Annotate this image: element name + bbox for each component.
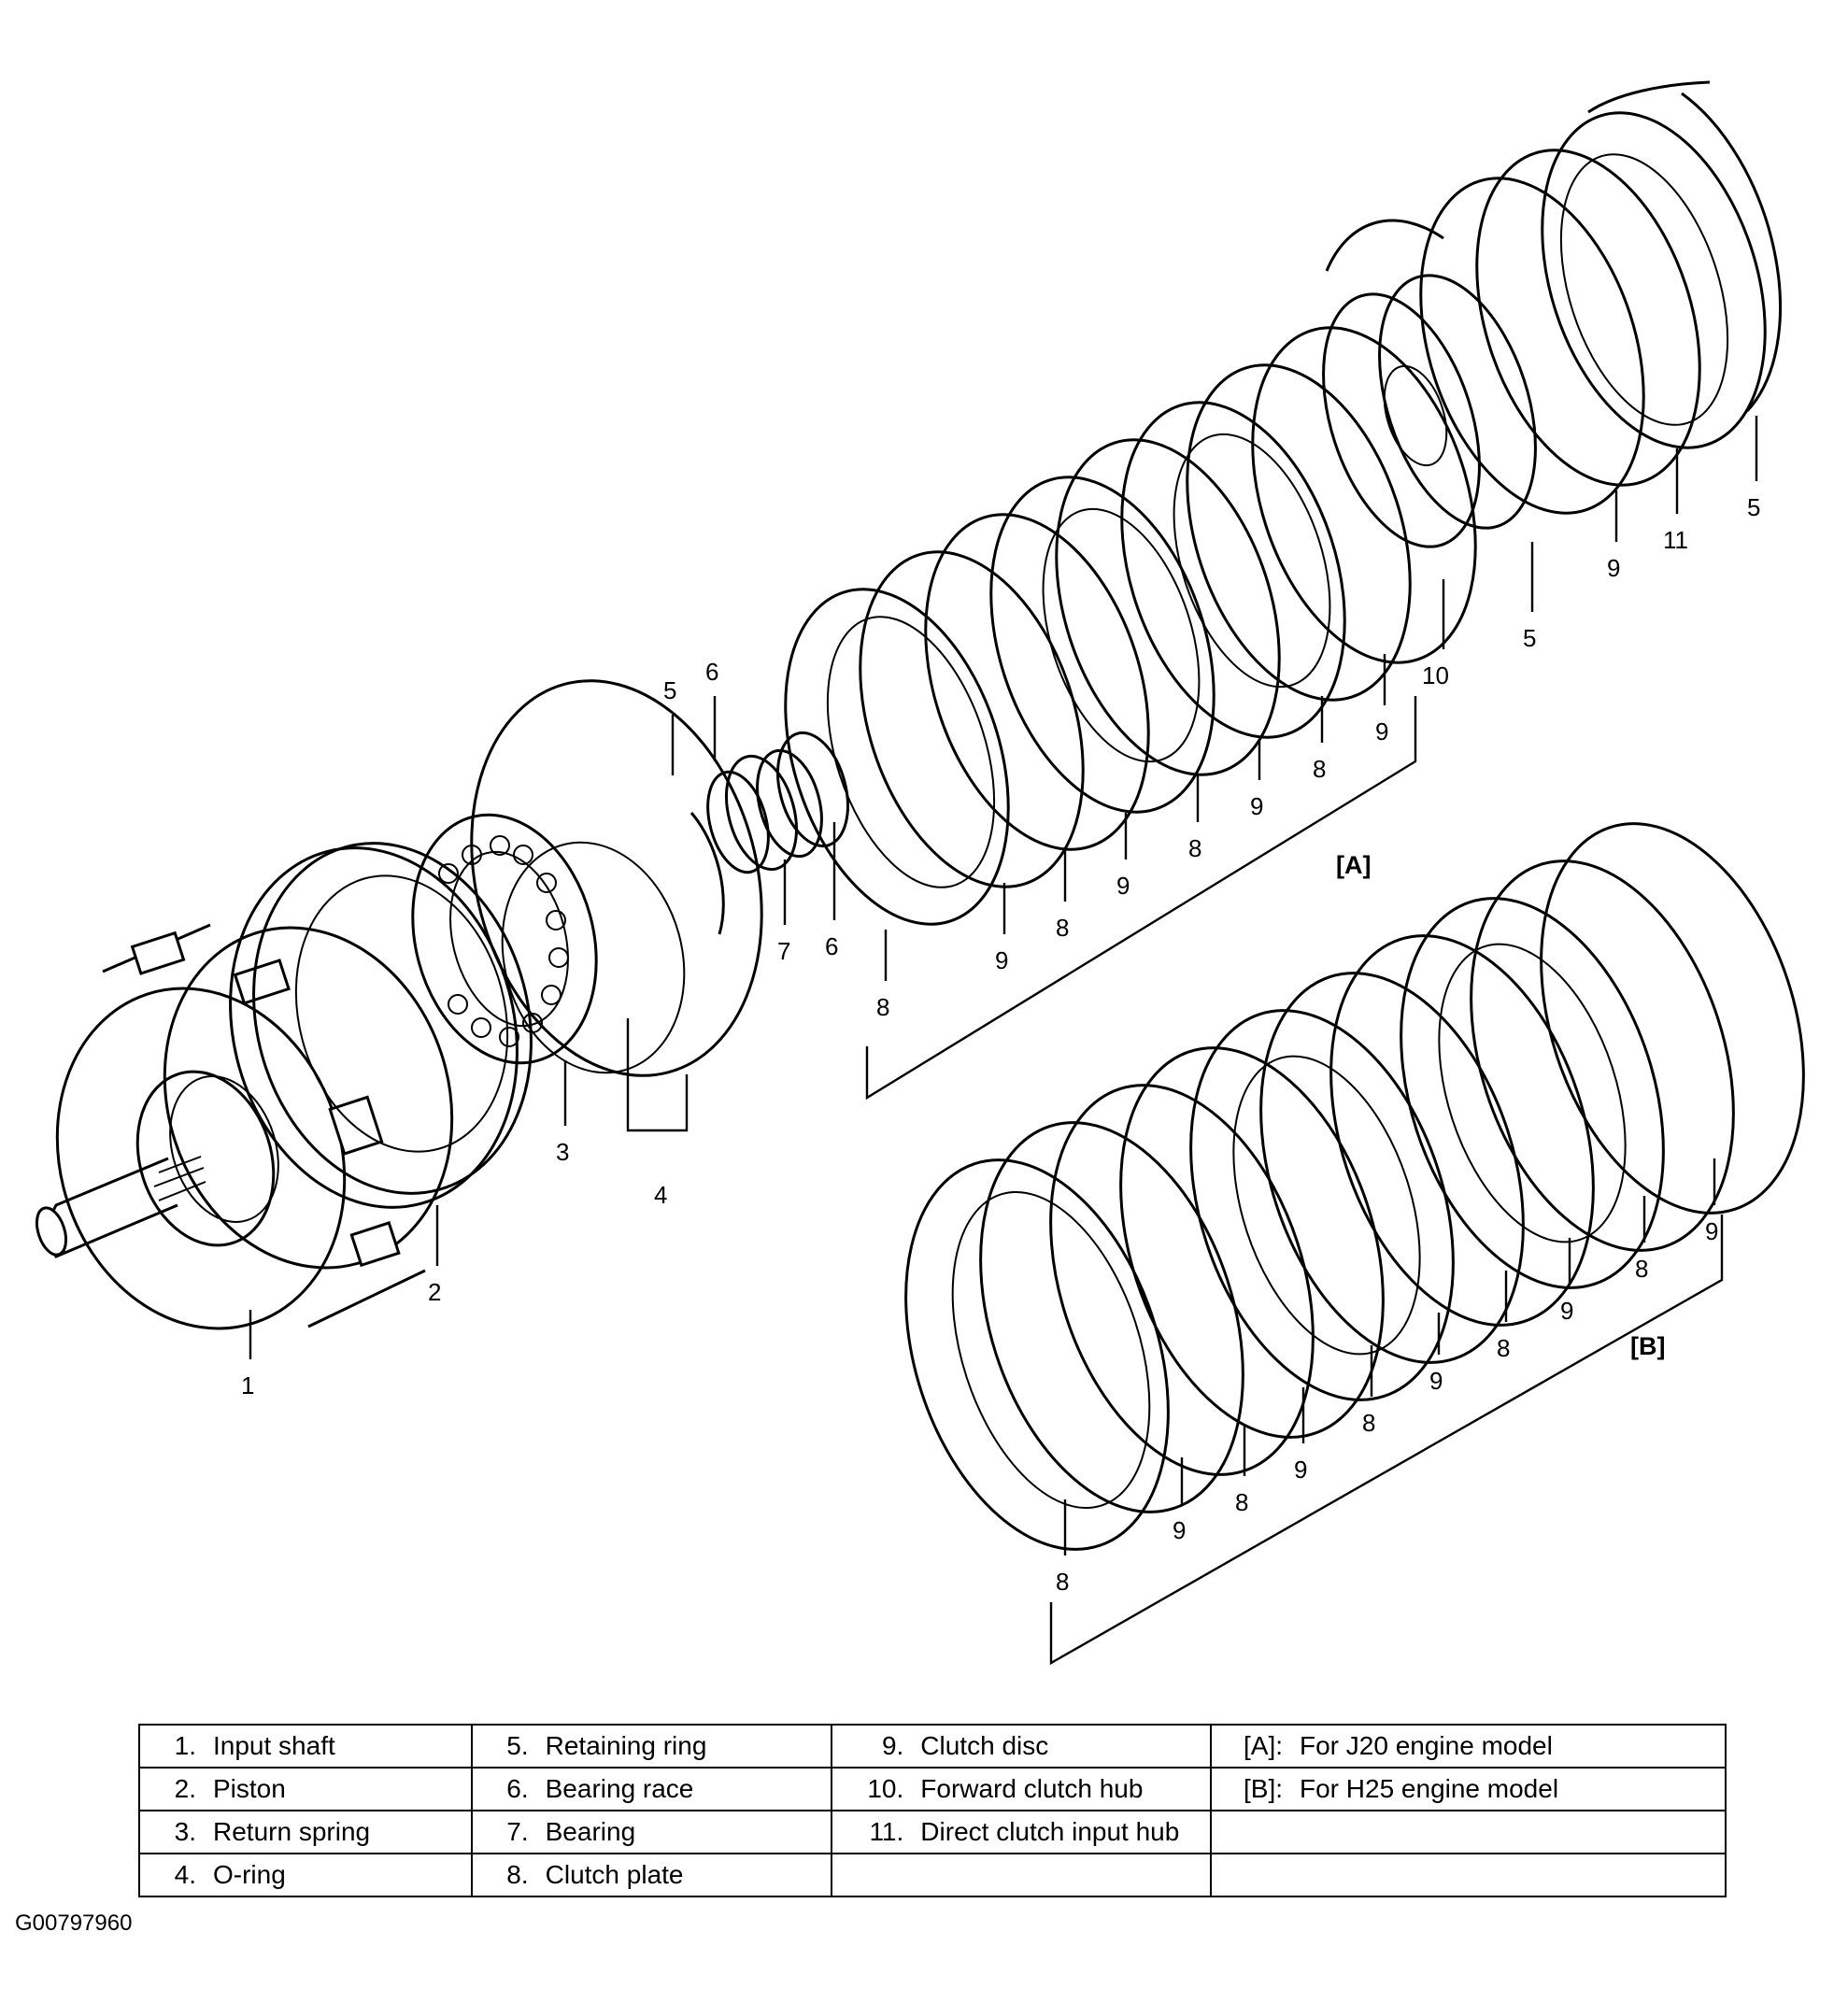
legend-cell: 7.Bearing bbox=[470, 1810, 833, 1854]
callout-2: 2 bbox=[428, 1278, 441, 1306]
callout-8-a3: 8 bbox=[1188, 834, 1201, 862]
legend-cell: 5.Retaining ring bbox=[470, 1724, 833, 1769]
legend-cell: 10.Forward clutch hub bbox=[831, 1767, 1212, 1811]
callout-6-lower: 6 bbox=[825, 932, 838, 960]
legend-cell bbox=[831, 1853, 1212, 1897]
callout-8-b5: 8 bbox=[1635, 1255, 1648, 1283]
legend-cell: 9.Clutch disc bbox=[831, 1724, 1212, 1769]
retaining-ring-left bbox=[689, 812, 725, 935]
callout-8-b3: 8 bbox=[1362, 1409, 1375, 1437]
legend-cell: 6.Bearing race bbox=[470, 1767, 833, 1811]
callout-8-b1: 8 bbox=[1056, 1568, 1069, 1596]
callout-9-upper: 9 bbox=[1607, 554, 1620, 582]
callout-8-a2: 8 bbox=[1056, 914, 1069, 942]
callout-9-b1: 9 bbox=[1173, 1516, 1186, 1544]
callout-8-a: 8 bbox=[876, 993, 889, 1021]
legend-row: 3.Return spring 7.Bearing 11.Direct clut… bbox=[138, 1810, 1727, 1854]
callout-11: 11 bbox=[1663, 526, 1688, 554]
exploded-view-diagram: 1 2 3 4 5 6 7 6 8 9 8 9 8 9 8 9 10 5 9 1… bbox=[35, 80, 1805, 1666]
legend-cell: 3.Return spring bbox=[138, 1810, 473, 1854]
return-spring bbox=[411, 813, 598, 1065]
legend-cell: 1.Input shaft bbox=[138, 1724, 473, 1769]
callout-9-b4: 9 bbox=[1560, 1297, 1573, 1325]
callout-8-b4: 8 bbox=[1497, 1334, 1510, 1362]
callout-9-a1: 9 bbox=[995, 946, 1008, 974]
callout-10: 10 bbox=[1422, 661, 1449, 689]
legend-row: 4.O-ring 8.Clutch plate bbox=[138, 1853, 1727, 1897]
callout-9-a2: 9 bbox=[1116, 872, 1130, 900]
callout-6-upper: 6 bbox=[705, 658, 718, 686]
direct-clutch-assembly bbox=[1325, 80, 1783, 515]
bracket-label-a: [A] bbox=[1336, 851, 1371, 879]
legend-cell: 4.O-ring bbox=[138, 1853, 473, 1897]
figure-code: G00797960 bbox=[15, 1911, 133, 1936]
legend-cell bbox=[1210, 1853, 1727, 1897]
parts-legend-table: 1.Input shaft 5.Retaining ring 9.Clutch … bbox=[138, 1724, 1727, 1897]
forward-clutch-hub bbox=[1322, 274, 1537, 548]
callout-8-a4: 8 bbox=[1313, 755, 1326, 783]
callout-9-a4: 9 bbox=[1375, 717, 1388, 746]
callout-8-b2: 8 bbox=[1235, 1488, 1248, 1516]
bearing-races-and-bearing bbox=[706, 731, 849, 874]
callout-labels: 1 2 3 4 5 6 7 6 8 9 8 9 8 9 8 9 10 5 9 1… bbox=[241, 493, 1760, 1596]
piston bbox=[229, 842, 533, 1209]
legend-cell bbox=[1210, 1810, 1727, 1854]
callout-5-left: 5 bbox=[663, 676, 676, 704]
clutch-pack-b bbox=[904, 822, 1805, 1551]
clutch-pack-a bbox=[784, 326, 1477, 926]
callout-9-a3: 9 bbox=[1250, 792, 1263, 820]
callout-9-b2: 9 bbox=[1294, 1456, 1307, 1484]
callout-9-b3: 9 bbox=[1429, 1367, 1443, 1395]
legend-cell: 11.Direct clutch input hub bbox=[831, 1810, 1212, 1854]
legend-cell: [A]:For J20 engine model bbox=[1210, 1724, 1727, 1769]
callout-3: 3 bbox=[556, 1138, 569, 1166]
callout-5-right: 5 bbox=[1747, 493, 1760, 521]
leader-lines bbox=[249, 416, 1758, 1666]
callout-5-mid: 5 bbox=[1523, 624, 1536, 652]
input-shaft-drum bbox=[35, 923, 454, 1330]
legend-cell: 8.Clutch plate bbox=[470, 1853, 833, 1897]
legend-row: 1.Input shaft 5.Retaining ring 9.Clutch … bbox=[138, 1724, 1727, 1769]
legend-cell: [B]:For H25 engine model bbox=[1210, 1767, 1727, 1811]
callout-7: 7 bbox=[777, 937, 790, 965]
callout-4: 4 bbox=[654, 1181, 667, 1209]
legend-cell: 2.Piston bbox=[138, 1767, 473, 1811]
legend-row: 2.Piston 6.Bearing race 10.Forward clutc… bbox=[138, 1767, 1727, 1811]
bracket-label-b: [B] bbox=[1630, 1332, 1665, 1360]
callout-9-b5: 9 bbox=[1705, 1217, 1718, 1245]
o-rings bbox=[470, 679, 763, 1077]
callout-1: 1 bbox=[241, 1371, 254, 1399]
